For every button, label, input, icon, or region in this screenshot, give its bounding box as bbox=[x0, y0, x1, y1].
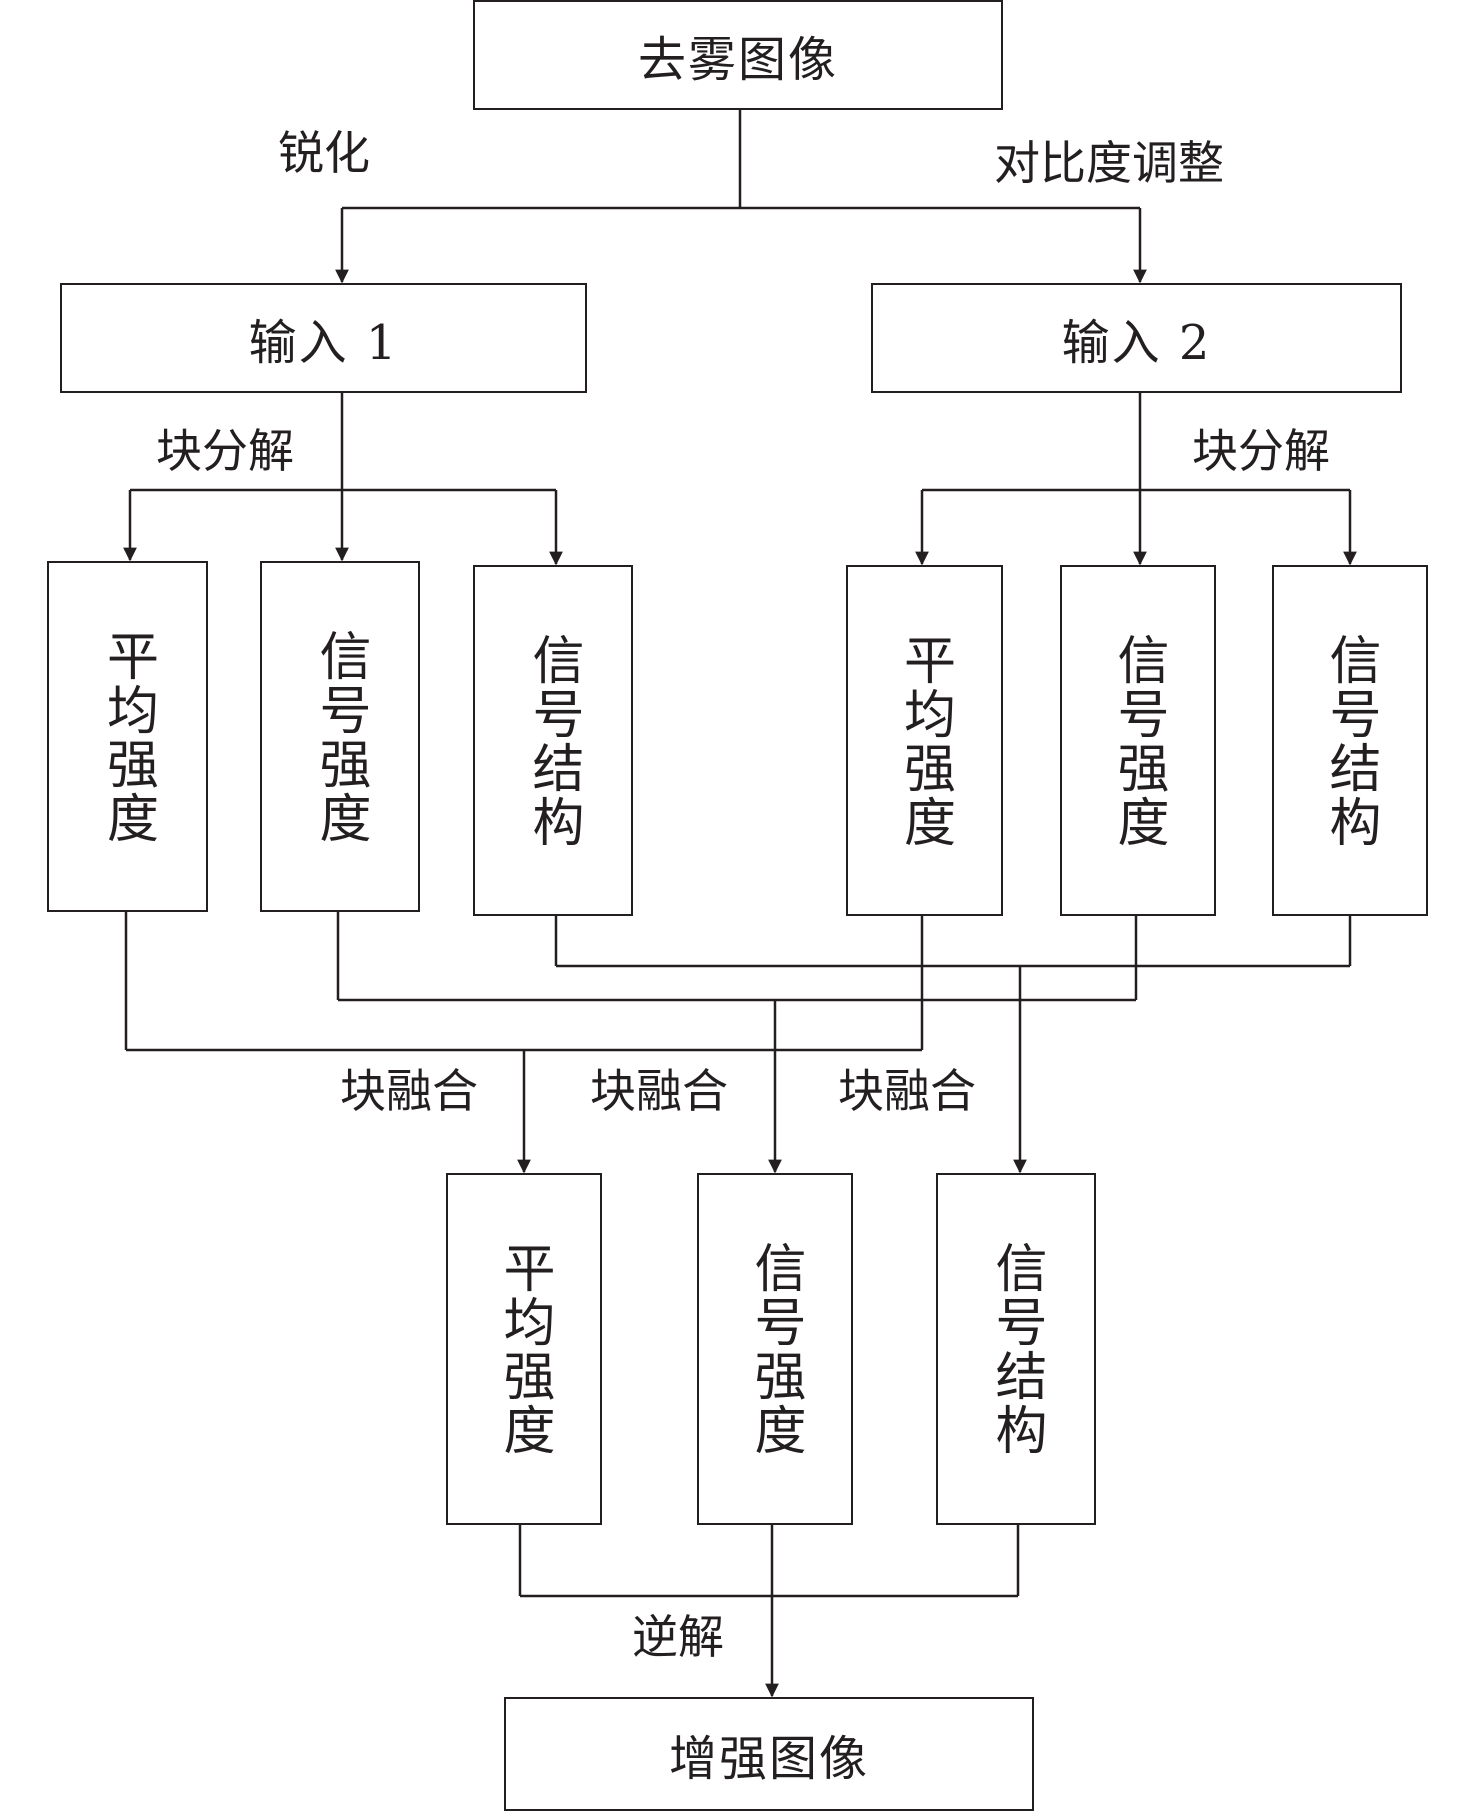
input2-node: 输入 2 bbox=[871, 283, 1402, 393]
edge-label-block-fusion-2: 块融合 bbox=[590, 1064, 728, 1118]
in1-signal-structure-node: 信号结构 bbox=[473, 565, 633, 916]
edge-label-block-decomp-2: 块分解 bbox=[1192, 424, 1330, 478]
enhanced-image-label: 增强图像 bbox=[668, 1731, 869, 1787]
dehazed-image-node: 去雾图像 bbox=[473, 0, 1003, 110]
edge-label-block-decomp-1: 块分解 bbox=[156, 424, 294, 478]
in1-mean-intensity-node: 平均强度 bbox=[47, 561, 208, 912]
in2-signal-strength-node: 信号强度 bbox=[1060, 565, 1216, 916]
fused-signal-structure-node: 信号结构 bbox=[936, 1173, 1096, 1525]
fused-mean-intensity-node: 平均强度 bbox=[446, 1173, 602, 1525]
fused-signal-strength-node: 信号强度 bbox=[697, 1173, 853, 1525]
edge-label-block-fusion-3: 块融合 bbox=[838, 1064, 976, 1118]
fused-signal-strength-label: 信号强度 bbox=[745, 1241, 805, 1457]
enhanced-image-node: 增强图像 bbox=[504, 1697, 1034, 1811]
edge-label-block-fusion-1: 块融合 bbox=[340, 1064, 478, 1118]
in2-signal-structure-node: 信号结构 bbox=[1272, 565, 1428, 916]
in1-signal-strength-label: 信号强度 bbox=[310, 628, 370, 845]
in1-signal-strength-node: 信号强度 bbox=[260, 561, 420, 912]
in1-signal-structure-label: 信号结构 bbox=[523, 632, 583, 849]
edge-label-contrast-adjust: 对比度调整 bbox=[994, 136, 1224, 190]
in2-signal-structure-label: 信号结构 bbox=[1320, 632, 1380, 849]
input1-label: 输入 1 bbox=[248, 315, 399, 371]
edge-label-sharpen: 锐化 bbox=[278, 126, 370, 180]
input1-node: 输入 1 bbox=[60, 283, 587, 393]
in2-mean-intensity-node: 平均强度 bbox=[846, 565, 1003, 916]
dehazed-image-label: 去雾图像 bbox=[637, 32, 838, 88]
edge-label-inverse: 逆解 bbox=[632, 1610, 724, 1664]
in2-signal-strength-label: 信号强度 bbox=[1108, 632, 1168, 849]
in1-mean-intensity-label: 平均强度 bbox=[97, 628, 158, 845]
fused-signal-structure-label: 信号结构 bbox=[986, 1241, 1046, 1457]
in2-mean-intensity-label: 平均强度 bbox=[894, 632, 955, 849]
input2-label: 输入 2 bbox=[1061, 315, 1212, 371]
fused-mean-intensity-label: 平均强度 bbox=[494, 1241, 554, 1457]
